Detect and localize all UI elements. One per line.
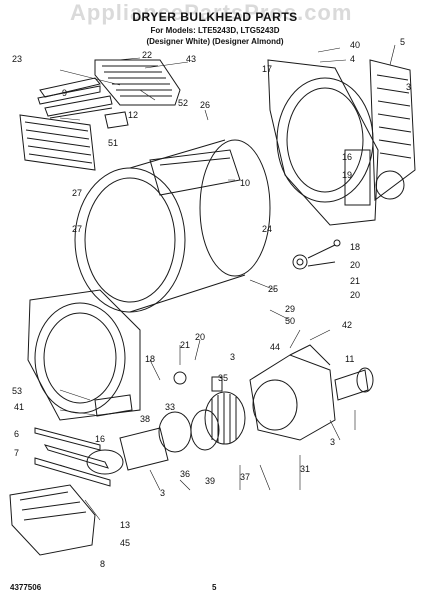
- part-callout-3: 3: [230, 352, 235, 362]
- belt-part: [86, 449, 124, 475]
- part-callout-17: 17: [262, 64, 272, 74]
- lint-screen-part: [19, 114, 96, 171]
- part-callout-20: 20: [350, 290, 360, 300]
- color-variants: (Designer White) (Designer Almond): [146, 37, 284, 46]
- part-callout-11: 11: [345, 354, 354, 364]
- part-callout-27: 27: [72, 224, 82, 234]
- part-callout-5: 5: [400, 37, 405, 47]
- diagram-title: DRYER BULKHEAD PARTS: [132, 10, 298, 24]
- part-callout-21: 21: [180, 340, 190, 350]
- part-callout-23: 23: [12, 54, 22, 64]
- part-callout-16: 16: [95, 434, 105, 444]
- heater-cover-part: [369, 59, 416, 201]
- part-callout-19: 19: [342, 170, 352, 180]
- part-callout-35: 35: [218, 373, 228, 383]
- part-callout-45: 45: [120, 538, 130, 548]
- part-callout-22: 22: [142, 50, 152, 60]
- duct-sections-part: [119, 409, 220, 471]
- rear-bulkhead-part: [267, 59, 379, 226]
- document-number: 4377506: [10, 583, 42, 592]
- bracket-part: [104, 111, 129, 129]
- part-callout-6: 6: [14, 429, 19, 439]
- part-callout-37: 37: [240, 472, 250, 482]
- part-callout-33: 33: [165, 402, 175, 412]
- page-number: 5: [212, 583, 217, 592]
- part-callout-18: 18: [350, 242, 360, 252]
- part-callout-24: 24: [262, 224, 272, 234]
- part-callout-31: 31: [300, 464, 310, 474]
- leader-lines: [59, 44, 396, 521]
- part-callout-21: 21: [350, 276, 360, 286]
- part-callout-16: 16: [342, 152, 352, 162]
- roller-assembly-part: [292, 239, 341, 270]
- part-callout-20: 20: [195, 332, 205, 342]
- part-callout-43: 43: [186, 54, 196, 64]
- part-callout-44: 44: [270, 342, 280, 352]
- part-callout-10: 10: [240, 178, 250, 188]
- front-rail-part: [37, 77, 113, 119]
- cam-part: [211, 376, 223, 392]
- part-callout-26: 26: [200, 100, 210, 110]
- part-callout-7: 7: [14, 448, 19, 458]
- part-callout-8: 8: [100, 559, 105, 569]
- part-callout-40: 40: [350, 40, 360, 50]
- part-callout-20: 20: [350, 260, 360, 270]
- lint-duct-part: [9, 484, 96, 556]
- part-callout-25: 25: [268, 284, 278, 294]
- part-callout-3: 3: [406, 82, 411, 92]
- pulley-part: [173, 371, 187, 385]
- part-callout-41: 41: [14, 402, 24, 412]
- thermostat-part: [334, 367, 374, 401]
- part-callout-52: 52: [178, 98, 188, 108]
- lint-housing-part: [94, 59, 181, 106]
- part-callout-18: 18: [145, 354, 155, 364]
- part-callout-51: 51: [108, 138, 118, 148]
- part-callout-9: 9: [62, 88, 67, 98]
- part-callout-27: 27: [72, 188, 82, 198]
- part-callout-4: 4: [350, 54, 355, 64]
- part-callout-13: 13: [120, 520, 130, 530]
- part-callout-36: 36: [180, 469, 190, 479]
- watermark: AppliancePartsPros.com: [70, 0, 353, 25]
- part-callout-39: 39: [205, 476, 215, 486]
- drum-part: [74, 139, 271, 313]
- part-callout-53: 53: [12, 386, 22, 396]
- part-callout-3: 3: [330, 437, 335, 447]
- part-callout-50: 50: [285, 316, 295, 326]
- front-bulkhead-part: [27, 289, 141, 421]
- model-numbers: For Models: LTE5243D, LTG5243D: [150, 26, 280, 35]
- blower-wheel-part: [204, 391, 246, 445]
- blower-housing-part: [249, 344, 336, 441]
- part-callout-3: 3: [160, 488, 165, 498]
- part-callout-42: 42: [342, 320, 352, 330]
- part-callout-12: 12: [128, 110, 138, 120]
- part-callout-29: 29: [285, 304, 295, 314]
- part-callout-38: 38: [140, 414, 150, 424]
